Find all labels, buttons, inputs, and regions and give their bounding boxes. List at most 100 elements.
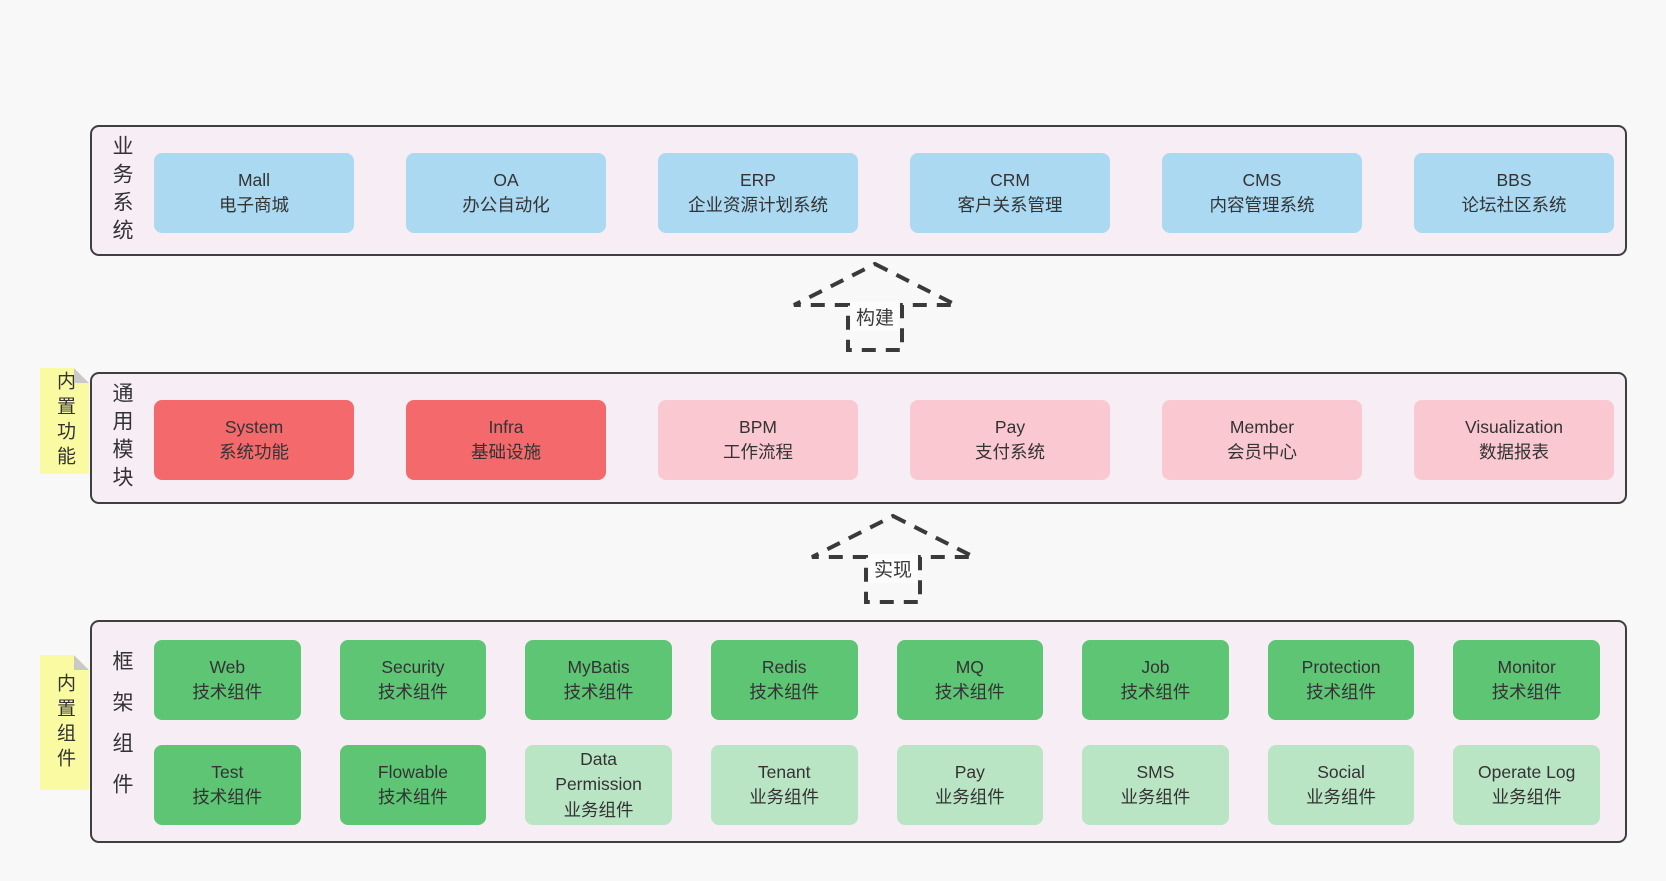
box-name: Monitor [1497, 656, 1556, 677]
box-subtitle: 技术组件 [192, 682, 263, 702]
box-member: Member 会员中心 [1162, 400, 1362, 480]
box-pay-component: Pay 业务组件 [896, 745, 1044, 825]
box-name: BPM [739, 416, 777, 437]
box-subtitle: 数据报表 [1479, 442, 1549, 462]
box-subtitle: 技术组件 [563, 682, 634, 702]
band-label-framework-components: 框架组件 [110, 649, 133, 814]
box-name: Data Permission [555, 748, 642, 795]
box-subtitle: 业务组件 [1306, 787, 1377, 807]
box-subtitle: 业务组件 [1491, 787, 1562, 807]
framework-components-grid: Web 技术组件 Security 技术组件 MyBatis 技术组件 Redi… [154, 640, 1600, 825]
band-business-systems: 业务系统 Mall 电子商城 OA 办公自动化 ERP 企业资源计划系统 CRM… [90, 125, 1627, 256]
box-cms: CMS 内容管理系统 [1162, 153, 1362, 233]
framework-row-2: Test 技术组件 Flowable 技术组件 Data Permission … [154, 745, 1600, 825]
box-visualization: Visualization 数据报表 [1414, 400, 1614, 480]
box-infra: Infra 基础设施 [406, 400, 606, 480]
box-redis: Redis 技术组件 [710, 640, 858, 720]
box-bbs: BBS 论坛社区系统 [1414, 153, 1614, 233]
box-subtitle: 业务组件 [934, 787, 1005, 807]
arrow-up-implement: 实现 [808, 512, 978, 606]
box-subtitle: 系统功能 [219, 442, 289, 462]
box-name: Mall [237, 169, 271, 190]
box-erp: ERP 企业资源计划系统 [658, 153, 858, 233]
box-subtitle: 内容管理系统 [1209, 195, 1315, 215]
framework-row-1: Web 技术组件 Security 技术组件 MyBatis 技术组件 Redi… [154, 640, 1600, 720]
box-data-permission: Data Permission 业务组件 [525, 745, 672, 825]
box-name: Social [1317, 761, 1365, 782]
box-system: System 系统功能 [154, 400, 354, 480]
box-name: BBS [1496, 169, 1532, 190]
box-subtitle: 技术组件 [1306, 682, 1377, 702]
box-name: Visualization [1465, 416, 1563, 437]
box-sms: SMS 业务组件 [1082, 745, 1229, 825]
box-job: Job 技术组件 [1082, 640, 1229, 720]
box-security: Security 技术组件 [339, 640, 487, 720]
business-systems-boxes: Mall 电子商城 OA 办公自动化 ERP 企业资源计划系统 CRM 客户关系… [154, 153, 1614, 233]
box-name: Protection [1301, 656, 1381, 677]
box-name: Pay [994, 416, 1026, 437]
dashed-up-arrow-icon [793, 261, 957, 352]
sticky-note-builtin-components: 内置组件 [40, 655, 89, 790]
box-subtitle: 业务组件 [563, 799, 634, 820]
box-subtitle: 技术组件 [192, 787, 263, 807]
dashed-up-arrow-icon [811, 513, 975, 604]
box-subtitle: 办公自动化 [462, 195, 550, 215]
arrow-label-implement: 实现 [868, 554, 918, 583]
box-subtitle: 技术组件 [1120, 682, 1191, 702]
sticky-note-builtin-features: 内置功能 [40, 368, 89, 474]
box-subtitle: 企业资源计划系统 [688, 195, 828, 215]
box-web: Web 技术组件 [154, 640, 301, 720]
box-subtitle: 技术组件 [377, 787, 448, 807]
folded-corner-icon [74, 655, 89, 670]
box-monitor: Monitor 技术组件 [1453, 640, 1600, 720]
box-subtitle: 技术组件 [1491, 682, 1562, 702]
box-oa: OA 办公自动化 [406, 153, 606, 233]
band-common-modules: 通用模块 System 系统功能 Infra 基础设施 BPM 工作流程 Pay… [90, 372, 1627, 504]
box-subtitle: 技术组件 [749, 682, 820, 702]
box-name: Tenant [757, 761, 811, 782]
box-name: ERP [740, 169, 776, 190]
box-name: Test [211, 761, 244, 782]
box-name: OA [493, 169, 519, 190]
box-name: Infra [488, 416, 524, 437]
sticky-note-label: 内置功能 [54, 371, 75, 471]
box-name: Flowable [377, 761, 448, 782]
box-subtitle: 基础设施 [471, 442, 541, 462]
box-pay-module: Pay 支付系统 [910, 400, 1110, 480]
box-name: Redis [761, 656, 807, 677]
common-modules-boxes: System 系统功能 Infra 基础设施 BPM 工作流程 Pay 支付系统… [154, 400, 1614, 480]
box-subtitle: 客户关系管理 [957, 195, 1063, 215]
arrow-up-build: 构建 [790, 260, 960, 354]
box-crm: CRM 客户关系管理 [910, 153, 1110, 233]
box-mq: MQ 技术组件 [896, 640, 1044, 720]
box-flowable: Flowable 技术组件 [339, 745, 487, 825]
box-subtitle: 支付系统 [975, 442, 1045, 462]
box-subtitle: 业务组件 [1120, 787, 1191, 807]
box-subtitle: 技术组件 [377, 682, 448, 702]
box-bpm: BPM 工作流程 [658, 400, 858, 480]
box-tenant: Tenant 业务组件 [710, 745, 858, 825]
box-test: Test 技术组件 [154, 745, 301, 825]
box-name: CRM [990, 169, 1030, 190]
band-label-common-modules: 通用模块 [110, 382, 133, 494]
box-subtitle: 业务组件 [749, 787, 820, 807]
box-name: Member [1229, 416, 1295, 437]
box-name: System [224, 416, 284, 437]
band-label-business-systems: 业务系统 [110, 134, 133, 247]
box-protection: Protection 技术组件 [1267, 640, 1415, 720]
box-name: CMS [1242, 169, 1282, 190]
sticky-note-label: 内置组件 [54, 672, 75, 773]
folded-corner-icon [74, 368, 89, 383]
box-subtitle: 会员中心 [1227, 442, 1297, 462]
box-name: Pay [954, 761, 985, 782]
box-name: Operate Log [1478, 761, 1576, 782]
box-mall: Mall 电子商城 [154, 153, 354, 233]
box-subtitle: 技术组件 [934, 682, 1005, 702]
box-name: MyBatis [567, 656, 630, 677]
box-subtitle: 电子商城 [219, 195, 289, 215]
band-framework-components: 框架组件 Web 技术组件 Security 技术组件 MyBatis 技术组件… [90, 620, 1627, 843]
box-mybatis: MyBatis 技术组件 [525, 640, 672, 720]
box-name: Security [381, 656, 445, 677]
box-name: MQ [955, 656, 984, 677]
